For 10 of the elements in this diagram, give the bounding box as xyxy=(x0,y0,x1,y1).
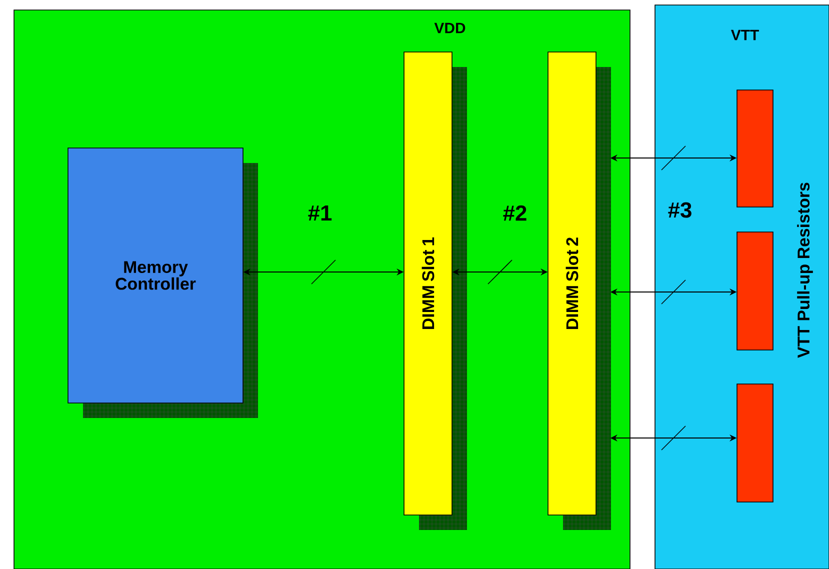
resistor-box xyxy=(736,384,774,502)
resistor-box xyxy=(736,90,774,208)
resistor-box xyxy=(736,232,774,350)
controller-box: Memory Controller xyxy=(68,148,258,418)
edge-label: #1 xyxy=(308,205,332,221)
resistor-label: VTT Pull-up Resistors xyxy=(797,182,813,358)
edge-label: #3 xyxy=(668,202,692,218)
dimm-slot: DIMM Slot 2 xyxy=(548,52,612,530)
dimm-slot: DIMM Slot 1 xyxy=(404,52,468,530)
edge-label: #2 xyxy=(503,205,526,221)
